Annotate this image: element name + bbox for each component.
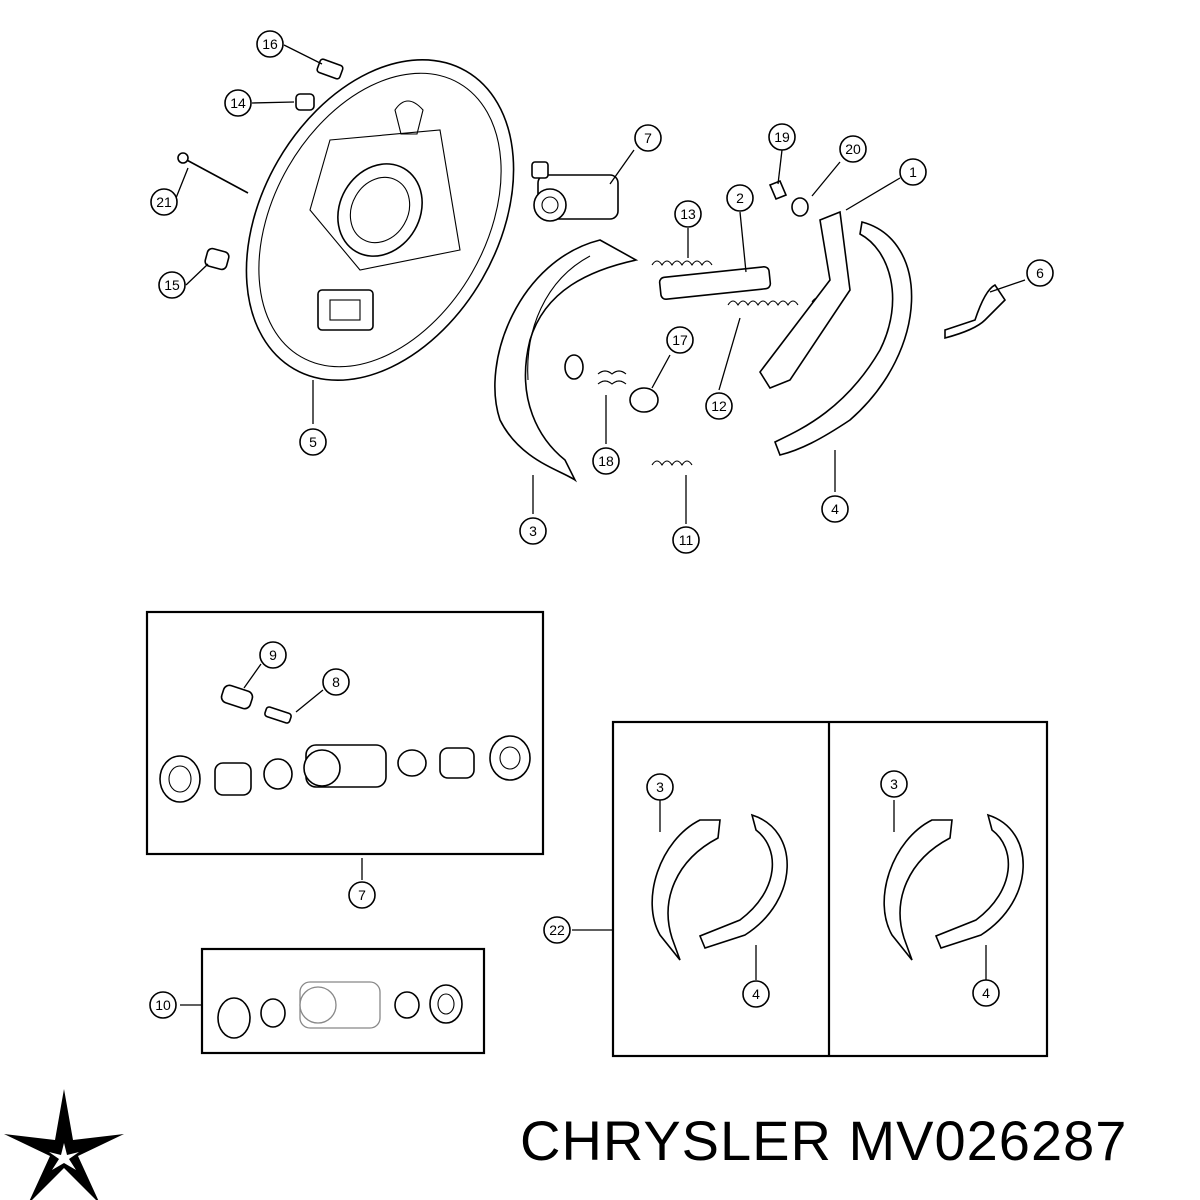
callout-15-label: 15 — [164, 277, 180, 293]
leader-lines-top — [175, 44, 1026, 524]
kit22-callout-3-right-label: 3 — [890, 776, 898, 792]
callout-16-label: 16 — [262, 36, 278, 52]
kit7-callout-7-label: 7 — [358, 887, 366, 903]
callout-20-label: 20 — [845, 141, 861, 157]
callout-14-label: 14 — [230, 95, 246, 111]
callout-13: 13 — [674, 200, 702, 228]
callout-19: 19 — [768, 123, 796, 151]
brake-shoe-left — [494, 239, 639, 483]
callout-20: 20 — [839, 135, 867, 163]
part-number: MV026287 — [848, 1109, 1128, 1172]
callout-3-label: 3 — [529, 523, 537, 539]
callout-16: 16 — [256, 30, 284, 58]
callout-7: 7 — [634, 124, 662, 152]
wheel-cylinder — [531, 161, 619, 222]
kit22-callout-22-label: 22 — [549, 922, 565, 938]
callout-4: 4 — [821, 495, 849, 523]
brand-title: CHRYSLER MV026287 — [520, 1108, 1127, 1173]
kit7-callout-7: 7 — [348, 881, 376, 909]
callout-3: 3 — [519, 517, 547, 545]
callout-6: 6 — [1026, 259, 1054, 287]
brake-shoe-kit-box — [572, 720, 1049, 1058]
callout-15: 15 — [158, 271, 186, 299]
kit7-callout-9-label: 9 — [269, 647, 277, 663]
kit22-callout-4-left: 4 — [742, 980, 770, 1008]
kit10-callout-10: 10 — [149, 991, 177, 1019]
callout-13-label: 13 — [680, 206, 696, 222]
callout-7-label: 7 — [644, 130, 652, 146]
kit22-callout-3-right: 3 — [880, 770, 908, 798]
callout-5-label: 5 — [309, 434, 317, 450]
kit22-callout-4-right-label: 4 — [982, 985, 990, 1001]
callout-18: 18 — [592, 447, 620, 475]
callout-1-label: 1 — [909, 164, 917, 180]
kit10-callout-10-label: 10 — [155, 997, 171, 1013]
kit7-callout-9: 9 — [259, 641, 287, 669]
callout-2-label: 2 — [736, 190, 744, 206]
callout-4-label: 4 — [831, 501, 839, 517]
backing-plate — [245, 58, 515, 382]
callout-12: 12 — [705, 392, 733, 420]
hardware-pieces — [177, 58, 344, 271]
callout-19-label: 19 — [774, 129, 790, 145]
callout-1: 1 — [899, 158, 927, 186]
callout-5: 5 — [299, 428, 327, 456]
kit7-callout-8: 8 — [322, 668, 350, 696]
callout-14: 14 — [224, 89, 252, 117]
kit7-callout-8-label: 8 — [332, 674, 340, 690]
kit22-callout-3-left: 3 — [646, 773, 674, 801]
brand-name: CHRYSLER — [520, 1109, 832, 1172]
callout-12-label: 12 — [711, 398, 727, 414]
wheel-cylinder-kit-box — [145, 610, 545, 880]
kit22-callout-4-left-label: 4 — [752, 986, 760, 1002]
kit22-callout-4-right: 4 — [972, 979, 1000, 1007]
callout-2: 2 — [726, 184, 754, 212]
callout-6-label: 6 — [1036, 265, 1044, 281]
cylinder-repair-kit-box — [180, 947, 486, 1055]
callout-17-label: 17 — [672, 332, 688, 348]
callout-21: 21 — [150, 188, 178, 216]
brake-shoe-right — [759, 210, 1007, 456]
pentastar-logo-icon — [4, 1089, 124, 1200]
kit22-callout-22: 22 — [543, 916, 571, 944]
callout-11-label: 11 — [679, 532, 694, 548]
kit22-callout-3-left-label: 3 — [656, 779, 664, 795]
callout-21-label: 21 — [156, 194, 172, 210]
callout-18-label: 18 — [598, 453, 614, 469]
callout-11: 11 — [672, 526, 700, 554]
callout-17: 17 — [666, 326, 694, 354]
